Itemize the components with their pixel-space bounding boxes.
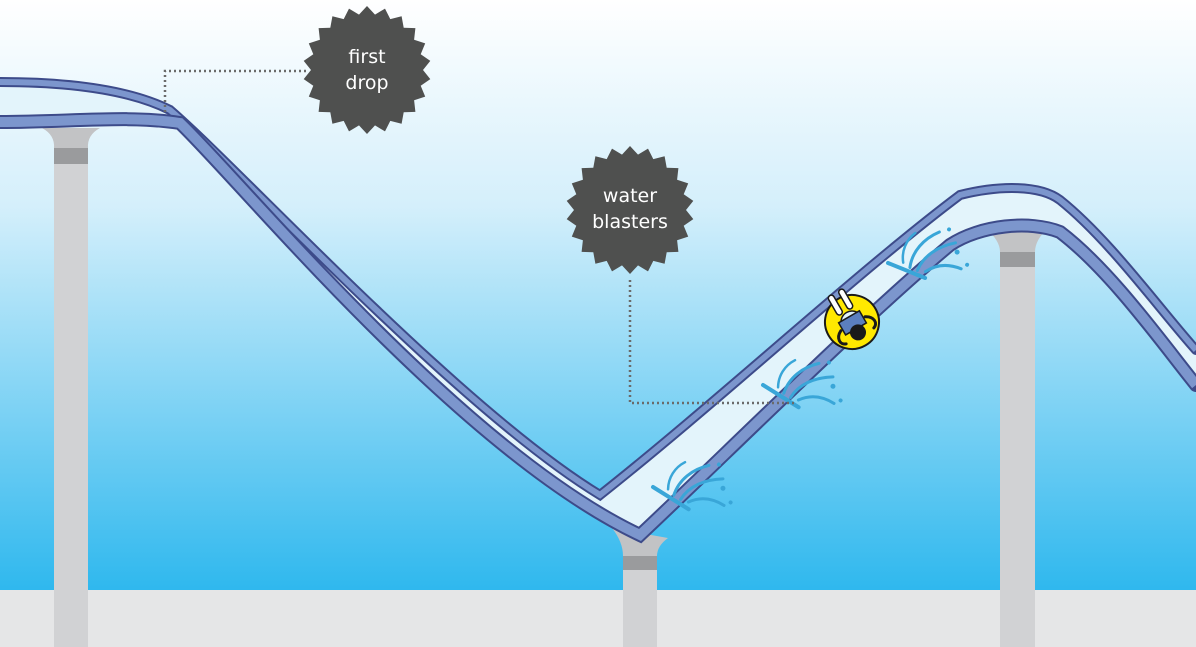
ground (0, 590, 1196, 647)
badge-water-blasters: water blasters (566, 146, 694, 274)
leader-line-first-drop (163, 69, 306, 112)
leader-line-water-blasters (628, 280, 795, 405)
badge-first-drop: first drop (303, 6, 431, 134)
badge-water-blasters-line1: water (603, 185, 657, 207)
rider-on-tube (824, 288, 880, 350)
pillar-right (985, 228, 1048, 647)
badge-water-blasters-line2: blasters (592, 211, 668, 233)
water-blaster (886, 227, 970, 280)
pillar-left (42, 128, 100, 647)
badge-first-drop-line1: first (348, 46, 385, 68)
water-blasters (651, 227, 970, 512)
badge-first-drop-line2: drop (345, 72, 388, 94)
water-blaster (651, 460, 733, 512)
